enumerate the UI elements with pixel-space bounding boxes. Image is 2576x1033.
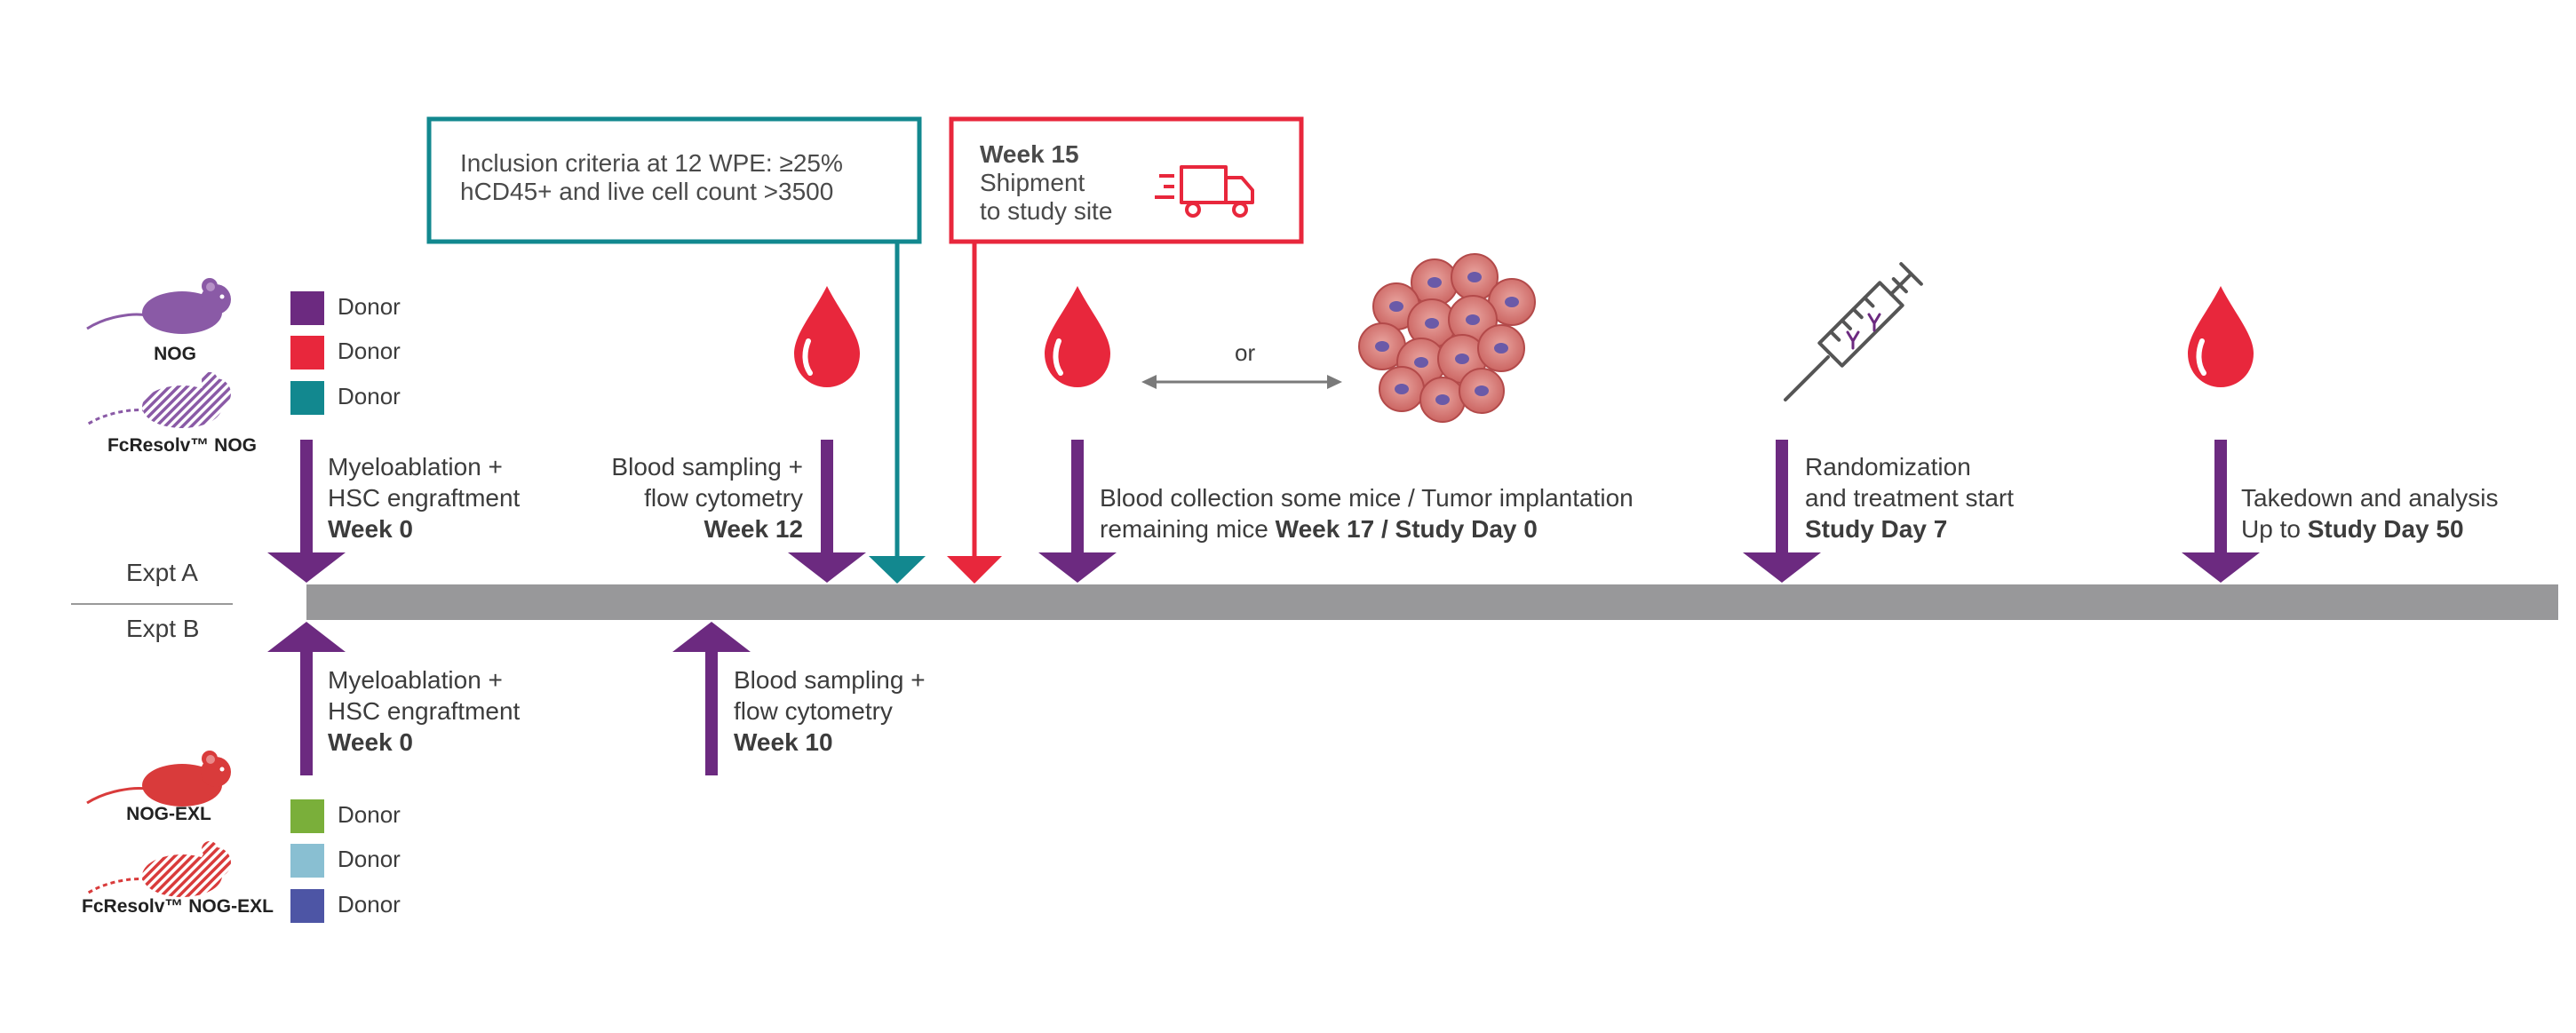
blood-drop-icon-week12 xyxy=(794,286,860,387)
blood-drop-icon-day50 xyxy=(2188,286,2254,387)
event-line: HSC engraftment xyxy=(328,484,521,512)
event-time: Week 0 xyxy=(328,728,413,756)
event-a-blood-collection: Blood collection some mice / Tumor impla… xyxy=(1100,482,1634,544)
inclusion-criteria-box xyxy=(426,116,922,244)
event-line: Blood sampling + xyxy=(611,453,803,481)
nog-exl-label: NOG-EXL xyxy=(126,804,211,824)
syringe-icon xyxy=(1784,262,1923,401)
arrow-a-week17 xyxy=(1038,440,1117,583)
event-b-blood-sampling: Blood sampling + flow cytometry Week 10 xyxy=(734,664,926,758)
event-line: Myeloablation + xyxy=(328,666,503,694)
donor-label: Donor xyxy=(338,338,401,364)
event-line: Blood collection some mice / Tumor impla… xyxy=(1100,484,1634,512)
arrow-a-week12 xyxy=(788,440,866,583)
nog-label: NOG xyxy=(154,344,196,364)
event-time: Week 17 / Study Day 0 xyxy=(1275,515,1538,543)
event-line: Takedown and analysis xyxy=(2241,484,2499,512)
event-line: Blood sampling + xyxy=(734,666,926,694)
arrow-a-day7 xyxy=(1743,440,1821,583)
donor-label: Donor xyxy=(338,293,401,320)
donor-swatch-green xyxy=(290,799,324,833)
donor-swatch-teal xyxy=(290,381,324,415)
nog-exl-mouse-icon xyxy=(86,751,231,807)
event-line: remaining mice Week 17 / Study Day 0 xyxy=(1100,513,1634,544)
event-time: Study Day 7 xyxy=(1805,515,1948,543)
event-b-myeloablation: Myeloablation + HSC engraftment Week 0 xyxy=(328,664,520,758)
inclusion-line-2: hCD45+ and live cell count >3500 xyxy=(460,178,834,205)
fcresolv-nog-label: FcResolv™ NOG xyxy=(107,435,258,456)
event-time: Study Day 50 xyxy=(2307,515,2464,543)
event-time: Week 10 xyxy=(734,728,833,756)
donor-swatch-light-blue xyxy=(290,844,324,878)
arrow-b-week10 xyxy=(672,622,751,775)
event-a-myeloablation: Myeloablation + HSC engraftment Week 0 xyxy=(328,451,520,544)
donor-label: Donor xyxy=(338,846,401,872)
event-line: Randomization xyxy=(1805,453,1971,481)
or-label: or xyxy=(1235,339,1256,366)
event-a-takedown: Takedown and analysis Up to Study Day 50 xyxy=(2241,482,2499,544)
event-line: Myeloablation + xyxy=(328,453,503,481)
delivery-truck-icon xyxy=(1155,165,1254,218)
shipment-arrowhead xyxy=(947,556,1002,584)
event-time: Week 0 xyxy=(328,515,413,543)
event-line: Up to Study Day 50 xyxy=(2241,513,2499,544)
event-line: and treatment start xyxy=(1805,484,2015,512)
fcresolv-nog-exl-mouse-icon xyxy=(86,841,231,897)
timeline-bar xyxy=(306,584,2558,620)
shipment-text: Week 15 Shipment to study site xyxy=(980,140,1112,226)
expt-a-label: Expt A xyxy=(126,559,198,586)
inclusion-criteria-text: Inclusion criteria at 12 WPE: ≥25% hCD45… xyxy=(460,149,843,206)
fcresolv-nog-exl-label: FcResolv™ NOG-EXL xyxy=(82,896,274,917)
either-or-double-arrow xyxy=(1141,375,1342,389)
donor-swatch-indigo xyxy=(290,889,324,923)
inclusion-arrowhead xyxy=(869,556,926,584)
event-a-blood-sampling: Blood sampling + flow cytometry Week 12 xyxy=(533,451,803,544)
donor-label: Donor xyxy=(338,383,401,409)
donor-label: Donor xyxy=(338,801,401,828)
event-a-randomization: Randomization and treatment start Study … xyxy=(1805,451,2014,544)
blood-drop-icon-week17 xyxy=(1045,286,1110,387)
shipment-line-1: Shipment xyxy=(980,169,1085,196)
event-line-prefix: Up to xyxy=(2241,515,2308,543)
event-line: flow cytometry xyxy=(734,697,893,725)
event-line: flow cytometry xyxy=(644,484,803,512)
shipment-box xyxy=(949,116,1304,244)
event-line-prefix: remaining mice xyxy=(1100,515,1276,543)
donor-label: Donor xyxy=(338,891,401,918)
donor-swatch-purple xyxy=(290,291,324,325)
arrow-a-day50 xyxy=(2182,440,2260,583)
nog-mouse-icon xyxy=(86,278,231,334)
arrow-a-week0 xyxy=(267,440,346,583)
donor-swatch-red xyxy=(290,336,324,369)
inclusion-line-1: Inclusion criteria at 12 WPE: ≥25% xyxy=(460,149,843,177)
shipment-week: Week 15 xyxy=(980,140,1079,168)
fcresolv-nog-mouse-icon xyxy=(86,372,231,428)
event-line: HSC engraftment xyxy=(328,697,521,725)
tumor-cells-icon xyxy=(1358,253,1536,423)
event-time: Week 12 xyxy=(704,515,803,543)
expt-b-label: Expt B xyxy=(126,615,200,642)
arrow-b-week0 xyxy=(267,622,346,775)
shipment-line-2: to study site xyxy=(980,197,1113,225)
